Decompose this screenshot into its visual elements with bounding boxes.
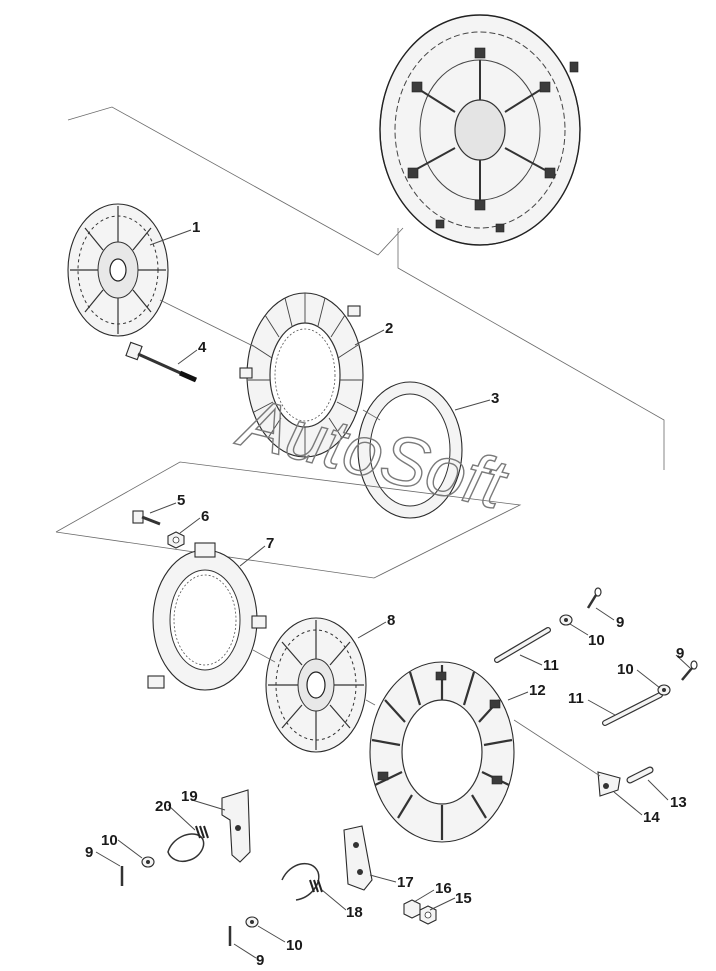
callout-9-lower-right: 9 xyxy=(676,645,684,662)
washer-left-lower xyxy=(245,916,259,928)
callout-17: 17 xyxy=(397,874,414,891)
short-pin xyxy=(626,766,654,784)
callout-3: 3 xyxy=(491,390,499,407)
adjusting-nut-inner xyxy=(403,899,421,919)
callout-11-upper: 11 xyxy=(543,657,559,674)
top-group-frame xyxy=(67,106,665,470)
clutch-assembly-complete xyxy=(379,14,581,246)
clutch-disc-upper xyxy=(67,203,169,337)
release-lever xyxy=(343,825,373,891)
callout-14: 14 xyxy=(643,809,660,826)
small-bolt xyxy=(132,510,161,526)
callout-18: 18 xyxy=(346,904,363,921)
callout-11-lower: 11 xyxy=(568,690,584,707)
washer-right-upper xyxy=(559,614,573,626)
callout-10-lower-left: 10 xyxy=(286,937,303,954)
return-spring-lower xyxy=(281,862,323,901)
callout-9-upper-right: 9 xyxy=(616,614,624,631)
clutch-cover-housing xyxy=(369,661,515,843)
callout-12: 12 xyxy=(529,682,546,699)
friction-ring xyxy=(357,381,463,519)
return-spring-left xyxy=(167,825,209,863)
long-bolt xyxy=(125,341,198,383)
callout-2: 2 xyxy=(385,320,393,337)
callout-9-lower-left: 9 xyxy=(256,952,264,969)
callout-leaders xyxy=(95,229,691,959)
pressure-plate-finned xyxy=(239,292,364,458)
intermediate-plate xyxy=(147,542,267,691)
adjusting-nut-outer xyxy=(419,905,437,925)
callout-10-upper-right: 10 xyxy=(588,632,605,649)
release-bracket xyxy=(221,789,251,863)
cotter-pin-right-lower xyxy=(681,660,698,681)
callout-9-upper-left: 9 xyxy=(85,844,93,861)
assembly-axis-lines xyxy=(159,299,601,777)
callout-20: 20 xyxy=(155,798,172,815)
pin-rod-lower xyxy=(602,692,663,726)
callout-13: 13 xyxy=(670,794,687,811)
middle-group-frame xyxy=(55,461,522,579)
callout-10-lower-right: 10 xyxy=(617,661,634,678)
callout-16: 16 xyxy=(435,880,452,897)
callout-19: 19 xyxy=(181,788,198,805)
clutch-disc-lower xyxy=(265,617,367,753)
callout-10-upper-left: 10 xyxy=(101,832,118,849)
callout-8: 8 xyxy=(387,612,395,629)
clevis-lever xyxy=(597,771,621,797)
pin-rod-upper xyxy=(494,627,551,663)
callout-4: 4 xyxy=(198,339,207,356)
callout-1: 1 xyxy=(192,219,200,236)
callout-5: 5 xyxy=(177,492,185,509)
cotter-pin-right-upper xyxy=(586,587,602,609)
washer-left-upper xyxy=(141,856,155,868)
callout-7: 7 xyxy=(266,535,274,552)
callout-15: 15 xyxy=(455,890,472,907)
callout-labels: 1 2 3 4 5 6 7 8 9 10 9 10 11 12 11 13 14… xyxy=(85,219,687,969)
washer-right-lower xyxy=(657,684,671,696)
hex-nut xyxy=(167,531,185,549)
callout-6: 6 xyxy=(201,508,209,525)
